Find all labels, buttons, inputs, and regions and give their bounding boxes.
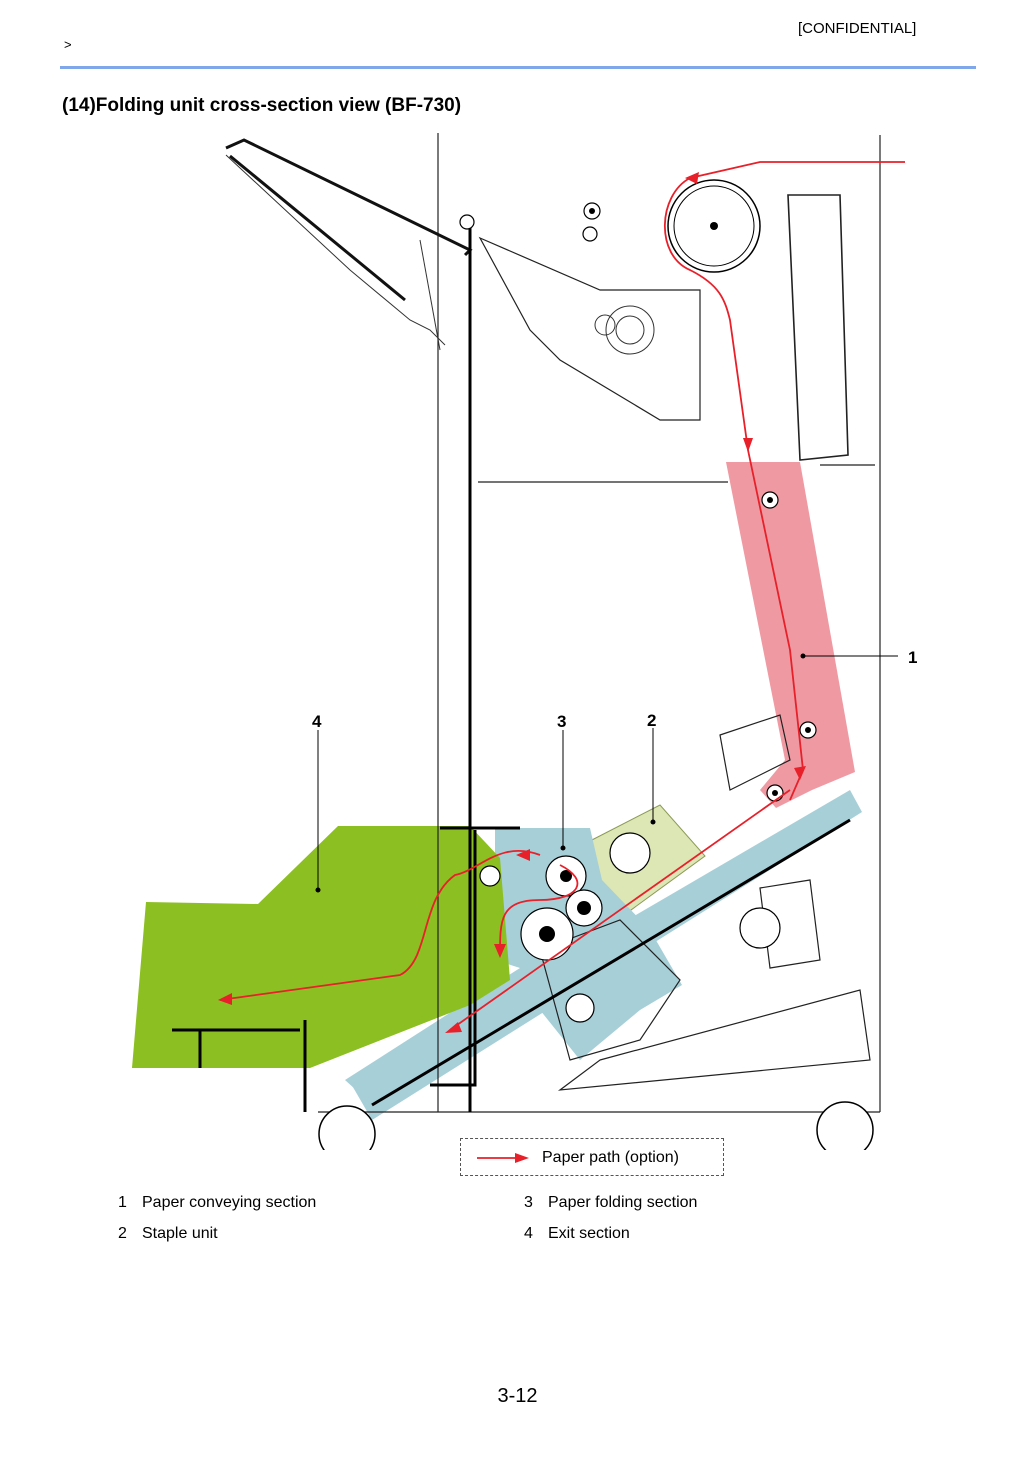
breadcrumb: > (64, 37, 72, 52)
region-conveying (726, 462, 855, 808)
callout-1: 1 (908, 648, 917, 667)
legend-box: Paper path (option) (460, 1138, 724, 1176)
caption-3: 3 Paper folding section (524, 1194, 697, 1212)
confidential-label: [CONFIDENTIAL] (798, 20, 917, 37)
staple-motor (594, 305, 655, 355)
caption-number: 2 (118, 1225, 127, 1242)
callout-4: 4 (312, 712, 322, 731)
page-title: (14)Folding unit cross-section view (BF-… (62, 95, 462, 116)
caster-wheels (318, 1101, 874, 1150)
caption-text: Staple unit (142, 1225, 218, 1242)
caption-4: 4 Exit section (524, 1225, 630, 1243)
caption-text: Paper folding section (548, 1194, 698, 1211)
caption-text: Paper conveying section (142, 1194, 317, 1211)
caption-number: 3 (524, 1194, 533, 1211)
caption-2: 2 Staple unit (118, 1225, 218, 1243)
main-roller-group (667, 179, 761, 273)
region-folding-rail (350, 790, 862, 1120)
paper-path (219, 161, 905, 1031)
caption-number: 4 (524, 1225, 533, 1242)
cross-section-diagram: 1 2 3 4 (132, 133, 917, 1150)
callout-2: 2 (647, 711, 656, 730)
legend-label: Paper path (option) (542, 1149, 679, 1166)
red-arrow-icon (477, 1153, 529, 1163)
caption-1: 1 Paper conveying section (118, 1194, 316, 1212)
region-exit (132, 826, 510, 1068)
header-rule (60, 66, 976, 69)
page-number: 3-12 (497, 1385, 538, 1407)
caption-number: 1 (118, 1194, 127, 1211)
callout-3: 3 (557, 712, 566, 731)
caption-text: Exit section (548, 1225, 630, 1242)
